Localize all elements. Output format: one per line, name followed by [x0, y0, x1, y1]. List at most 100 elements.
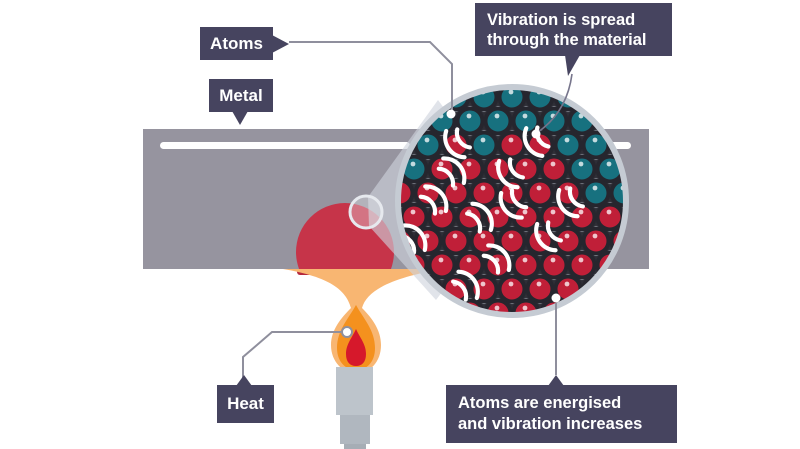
- vibration-arc-inner: [451, 279, 469, 302]
- atom-highlight: [480, 233, 486, 239]
- atom-sphere-hot: [469, 178, 499, 208]
- atom-sphere-cool: [539, 106, 569, 136]
- vibration-arc-outer: [534, 221, 558, 253]
- burner-base-section: [344, 444, 366, 449]
- atom-highlight: [424, 137, 430, 143]
- atom-sphere-cool: [553, 130, 583, 160]
- atom-highlight: [550, 257, 556, 263]
- vibration-arc-outer: [470, 201, 494, 233]
- atom-sphere-hot: [511, 298, 541, 313]
- atom-highlight: [452, 233, 458, 239]
- atom-sphere-cool: [581, 178, 611, 208]
- vibration-arc-pair: [522, 125, 551, 158]
- atom-highlight: [508, 281, 514, 287]
- atom-highlight: [578, 209, 584, 215]
- atom-sphere-cool: [455, 106, 485, 136]
- vibration-arc-outer: [522, 126, 545, 158]
- vibration-arc-outer: [486, 243, 512, 273]
- metal-label: Metal: [209, 79, 273, 125]
- connector-line-vibration: [537, 73, 573, 133]
- atoms-label: Atoms: [200, 27, 289, 60]
- vibration-label-tail: [565, 55, 580, 76]
- heat-label-tail: [236, 375, 252, 386]
- atom-sphere-hot: [427, 250, 457, 280]
- vibration-arc-outer: [441, 156, 467, 186]
- atom-highlight: [550, 161, 556, 167]
- atom-sphere-hot: [469, 226, 499, 256]
- atom-highlight: [494, 113, 500, 119]
- lens-origin-circle: [348, 194, 384, 230]
- atom-highlight: [522, 257, 528, 263]
- magnifier-content: [400, 89, 624, 313]
- atom-sphere-hot: [595, 202, 624, 232]
- marker-dot: [531, 129, 541, 139]
- flame-core: [346, 329, 366, 366]
- atom-highlight: [466, 113, 472, 119]
- atom-sphere-cool: [567, 154, 597, 184]
- atom-highlight: [494, 305, 500, 311]
- atom-highlight: [438, 161, 444, 167]
- energised-label-line2: and vibration increases: [458, 415, 643, 433]
- vibration-label-line2: through the material: [487, 30, 647, 49]
- atom-highlight: [480, 185, 486, 191]
- heat-label: Heat: [217, 375, 274, 423]
- atom-highlight: [508, 233, 514, 239]
- atom-highlight: [438, 209, 444, 215]
- burner-mid-section: [340, 415, 370, 444]
- vibration-arc-outer: [496, 158, 520, 190]
- atom-highlight: [494, 209, 500, 215]
- atom-highlight: [606, 161, 612, 167]
- vibration-arc-pair: [418, 184, 449, 216]
- atom-highlight: [564, 281, 570, 287]
- atom-highlight: [466, 257, 472, 263]
- marker-dots: [446, 109, 561, 303]
- atom-sphere-hot: [497, 226, 527, 256]
- atom-highlight: [410, 161, 416, 167]
- vibration-arc-inner: [507, 157, 525, 180]
- vibration-arc-outer: [556, 187, 580, 219]
- atom-highlight: [480, 137, 486, 143]
- energised-label: Atoms are energised and vibration increa…: [446, 375, 677, 443]
- burner-top-section: [336, 367, 373, 415]
- atom-highlight: [466, 161, 472, 167]
- atom-sphere-hot: [581, 226, 611, 256]
- atom-highlight: [536, 281, 542, 287]
- vibration-label: Vibration is spread through the material: [475, 3, 672, 76]
- vibration-arc-inner: [465, 211, 483, 234]
- atom-highlight: [452, 89, 458, 95]
- atom-highlight: [592, 233, 598, 239]
- atom-sphere-cool: [497, 89, 527, 112]
- heat-label-text: Heat: [227, 394, 264, 413]
- connector-line-heat: [242, 331, 341, 378]
- energised-label-tail: [548, 375, 564, 386]
- metal-label-tail: [232, 111, 248, 125]
- atom-sphere-hot: [497, 274, 527, 304]
- vibration-arc-pair: [556, 186, 585, 219]
- atom-sphere-hot: [441, 226, 471, 256]
- magnifier-ring: [395, 84, 629, 318]
- atoms-label-tail: [272, 34, 289, 53]
- vibration-arc-inner: [545, 220, 563, 243]
- marker-dot: [551, 293, 561, 303]
- atom-highlight: [578, 257, 584, 263]
- atoms-label-text: Atoms: [210, 33, 263, 53]
- atom-sphere-cool: [483, 106, 513, 136]
- atom-sphere-hot: [400, 178, 415, 208]
- atom-highlight: [508, 89, 514, 95]
- atom-sphere-hot: [413, 178, 443, 208]
- atom-highlight: [522, 209, 528, 215]
- vibration-label-line1: Vibration is spread: [487, 10, 636, 29]
- atom-highlight: [508, 137, 514, 143]
- connector-line-atoms: [289, 41, 453, 110]
- atom-sphere-hot: [567, 250, 597, 280]
- vibration-arc-outer: [423, 184, 449, 214]
- atom-spheres: [400, 89, 624, 313]
- atom-highlight: [410, 209, 416, 215]
- atom-highlight: [536, 185, 542, 191]
- vibration-arc-inner: [567, 186, 585, 209]
- atom-highlight: [550, 209, 556, 215]
- atom-highlight: [564, 233, 570, 239]
- marker-dot: [446, 109, 456, 119]
